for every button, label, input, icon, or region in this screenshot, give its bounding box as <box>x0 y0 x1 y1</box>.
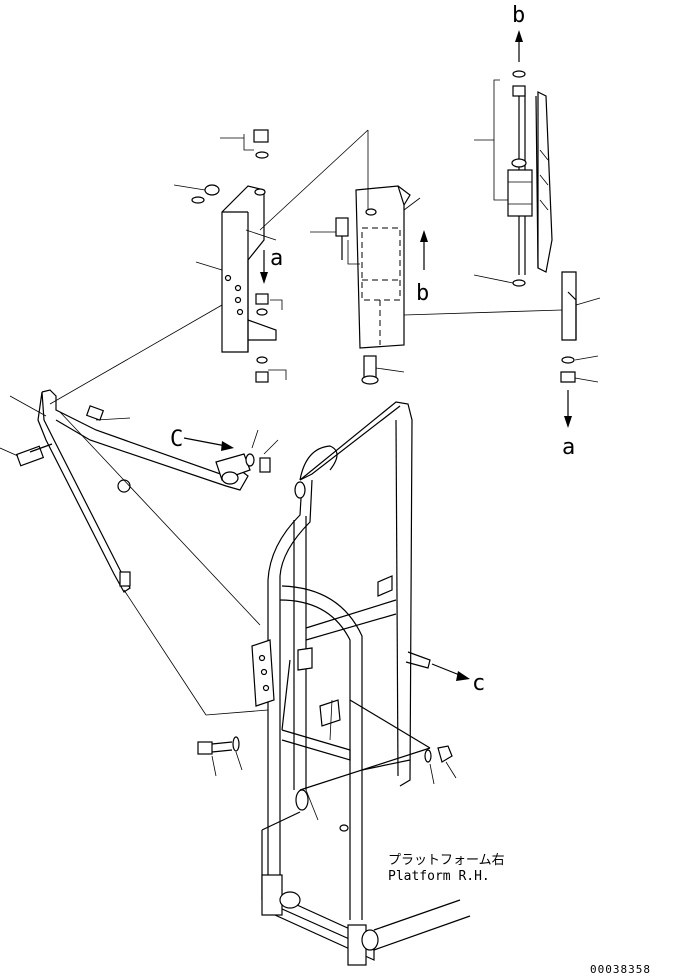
arrow-label-c-left: C <box>170 427 183 452</box>
sleeve-bracket <box>259 129 563 385</box>
handrail-frame <box>251 401 471 966</box>
drawing-number: 00038358 <box>590 963 651 976</box>
clamp-bracket-right <box>560 271 601 428</box>
nut-and-washer <box>424 745 457 785</box>
bolt-and-washer <box>197 736 243 777</box>
arrow-label-b-top: b <box>512 3 525 28</box>
caption-japanese: プラットフォーム右 <box>388 853 505 868</box>
arrow-label-c-right: c <box>472 671 485 696</box>
stay-arm <box>0 304 279 716</box>
arrow-label-a-right: a <box>562 435 575 460</box>
arrow-label-b-mid: b <box>416 281 429 306</box>
arrow-label-a-left: a <box>270 246 283 271</box>
caption-english: Platform R.H. <box>388 869 490 884</box>
mirror-plate-assembly <box>473 30 553 287</box>
angle-bracket <box>173 129 287 383</box>
